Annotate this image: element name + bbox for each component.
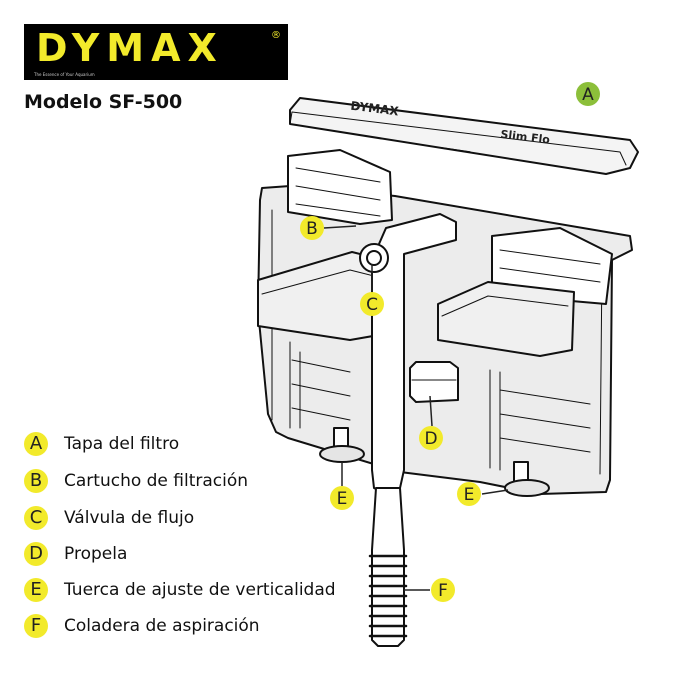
intake-strainer: [368, 487, 408, 647]
svg-text:B: B: [306, 219, 318, 239]
logo-tagline: The Essence of Your Aquarium: [34, 72, 95, 77]
svg-text:F: F: [438, 581, 448, 601]
legend-item-f: F Coladera de aspiración: [24, 614, 384, 638]
model-title: Modelo SF-500: [24, 91, 183, 113]
legend-item-c: C Válvula de flujo: [24, 506, 384, 530]
leveling-foot-left: [319, 427, 365, 463]
legend-badge: F: [24, 614, 48, 638]
legend-item-e: E Tuerca de ajuste de verticalidad: [24, 578, 384, 602]
callout-e-right: E: [457, 482, 481, 506]
callout-b: B: [300, 216, 324, 240]
legend-badge: A: [24, 432, 48, 456]
legend-item-d: D Propela: [24, 542, 384, 566]
legend-item-b: B Cartucho de filtración: [24, 469, 384, 493]
impeller: [409, 361, 459, 403]
legend-badge: B: [24, 469, 48, 493]
intake-tube: [359, 213, 457, 495]
legend-label: Tapa del filtro: [64, 433, 180, 454]
callout-a: A: [576, 82, 600, 106]
callout-e-left: E: [330, 486, 354, 510]
callout-c: C: [360, 292, 384, 316]
filter-cartridge-right: [437, 227, 613, 357]
svg-text:E: E: [464, 485, 475, 505]
lid-product-mark: Slim Flo: [500, 128, 551, 147]
legend-label: Válvula de flujo: [64, 507, 195, 528]
svg-text:A: A: [582, 85, 594, 105]
legend-label: Cartucho de filtración: [64, 470, 249, 491]
legend-item-a: A Tapa del filtro: [24, 432, 384, 456]
filter-cartridge-left: [257, 149, 397, 341]
callout-f: F: [431, 578, 455, 602]
registered-mark: ®: [271, 30, 281, 41]
legend-badge: D: [24, 542, 48, 566]
leveling-foot-right: [504, 461, 550, 497]
legend-badge: E: [24, 578, 48, 602]
lid-brand-mark: DYMAX: [350, 99, 400, 119]
brand-logo: DYMAX ® The Essence of Your Aquarium: [24, 24, 288, 80]
legend-label: Coladera de aspiración: [64, 615, 260, 636]
filter-lid: [289, 97, 639, 175]
svg-text:C: C: [366, 295, 378, 315]
legend-label: Tuerca de ajuste de verticalidad: [64, 579, 336, 600]
callout-d: D: [419, 426, 443, 450]
svg-text:D: D: [424, 429, 437, 449]
logo-wordmark: DYMAX: [36, 26, 224, 70]
legend-label: Propela: [64, 543, 128, 564]
svg-text:E: E: [337, 489, 348, 509]
legend-badge: C: [24, 506, 48, 530]
